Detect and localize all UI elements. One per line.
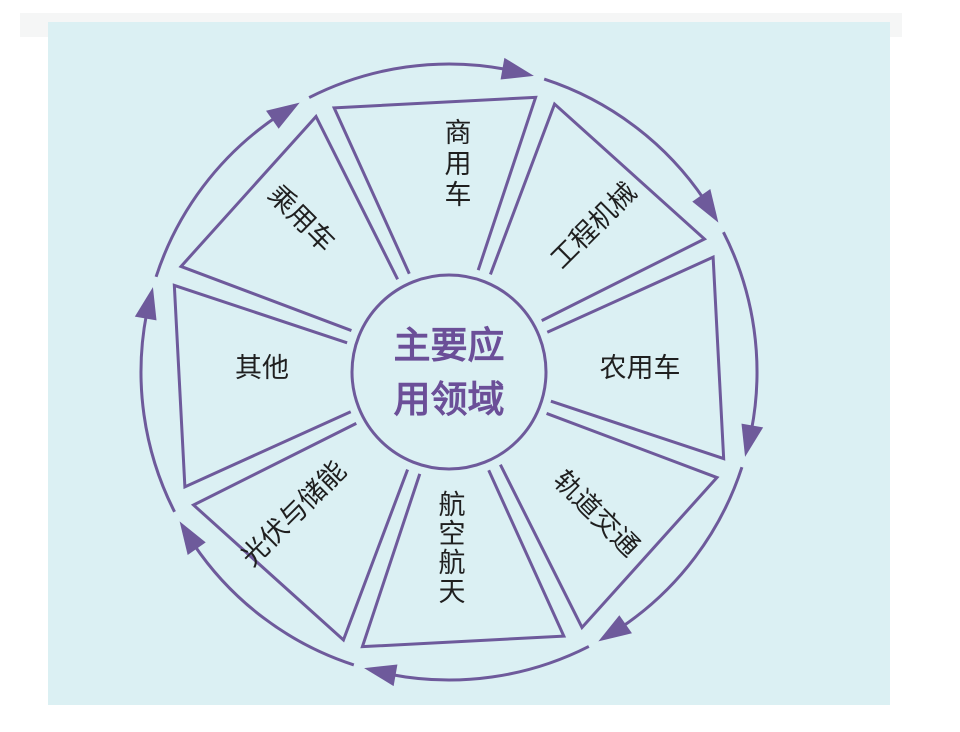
segment-label-aerospace: 航空航天: [434, 490, 466, 606]
segment-label-other: 其他: [235, 353, 289, 384]
segment-pv-storage: [190, 422, 409, 643]
flow-arrow-arc: [154, 115, 278, 278]
segment-rail-transit: [499, 412, 720, 631]
arrowhead-icon: [500, 57, 534, 80]
segment-label-passenger-car: 乘用车: [261, 179, 340, 258]
diagram-panel: [48, 22, 890, 705]
flow-arrow-arc: [620, 466, 744, 629]
flow-arrow-arc: [543, 77, 706, 201]
flow-arrow-arc: [308, 62, 509, 99]
arrowhead-icon: [598, 615, 632, 642]
segment-label-construction-machinery: 工程机械: [545, 177, 643, 275]
segment-construction-machinery: [489, 101, 708, 322]
segment-passenger-car: [178, 113, 399, 332]
flow-arrow-arc: [389, 645, 590, 682]
arrowhead-icon: [364, 664, 398, 687]
flow-arrow-arc: [192, 543, 355, 667]
segment-label-commercial-vehicle: 商用车: [440, 118, 472, 211]
flow-arrow-arc: [139, 312, 176, 513]
segment-commercial-vehicle: [331, 95, 538, 275]
flow-arrow-arc: [722, 231, 759, 432]
center-circle: [350, 273, 548, 471]
segment-label-pv-storage: 光伏与储能: [235, 455, 352, 572]
arrowhead-icon: [741, 423, 764, 457]
arrowhead-icon: [134, 287, 157, 321]
arrowhead-icon: [266, 102, 300, 129]
arrowhead-icon: [179, 521, 206, 555]
segment-aerospace: [360, 469, 567, 649]
center-title-line1: 主要应: [394, 324, 505, 367]
segment-label-agricultural-vehicle: 农用车: [600, 353, 681, 384]
segment-agricultural-vehicle: [546, 254, 726, 461]
center-title-line2: 用领域: [394, 378, 505, 421]
segment-label-rail-transit: 轨道交通: [547, 465, 645, 563]
segment-other: [172, 283, 352, 490]
arrowhead-icon: [692, 189, 719, 223]
